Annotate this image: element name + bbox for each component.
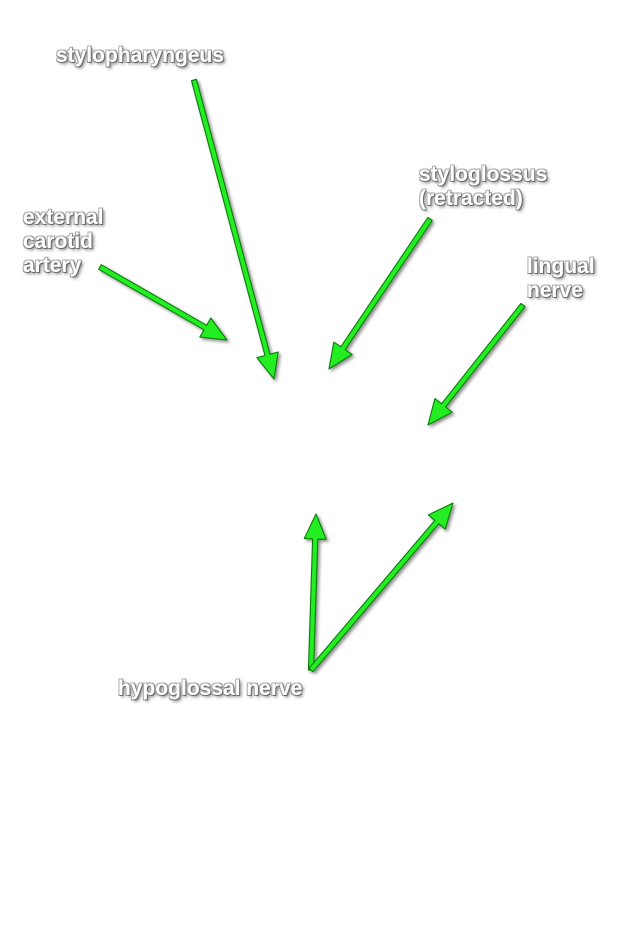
label-styloglossus-retracted: styloglossus (retracted): [419, 163, 548, 210]
arrow-styloglossus: [328, 216, 433, 370]
arrow-stylopharyngeus: [190, 78, 279, 380]
label-external-carotid-artery: external carotid artery: [23, 206, 104, 277]
arrow-hypoglossal-to-left: [303, 513, 327, 671]
arrow-external-carotid-artery: [98, 264, 228, 341]
arrow-layer: [98, 78, 526, 673]
label-stylopharyngeus: stylopharyngeus: [56, 44, 225, 67]
arrow-hypoglossal-to-right: [308, 502, 454, 673]
label-hypoglossal-nerve: hypoglossal nerve: [118, 677, 303, 700]
arrow-lingual-nerve: [427, 302, 526, 426]
label-lingual-nerve: lingual nerve: [527, 255, 595, 302]
